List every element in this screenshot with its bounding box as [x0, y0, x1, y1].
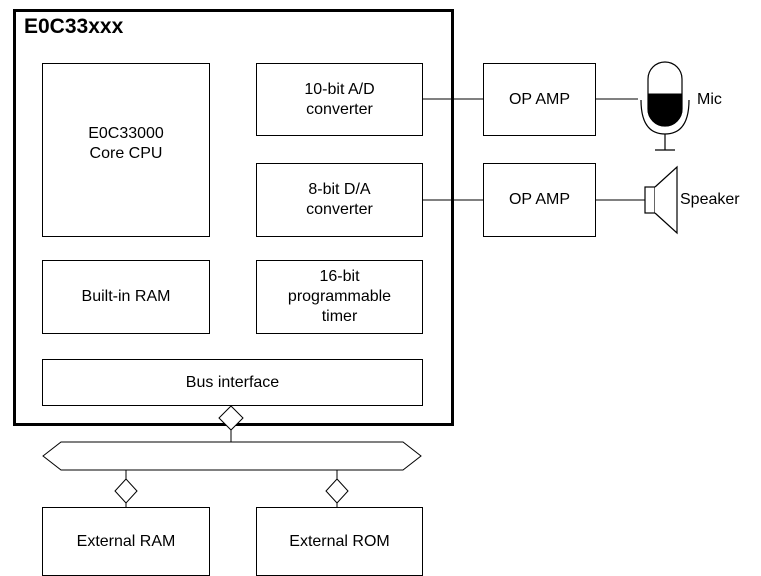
rom-connector-diamond [325, 478, 349, 504]
system-bus [42, 441, 422, 471]
ram-connector-diamond [114, 478, 138, 504]
builtin-ram-block: Built-in RAM [42, 260, 210, 334]
timer-block: 16-bit programmable timer [256, 260, 423, 334]
speaker-icon [644, 165, 678, 235]
bus-connector-diamond [218, 405, 244, 431]
speaker-label: Speaker [680, 191, 740, 208]
core-cpu-block: E0C33000 Core CPU [42, 63, 210, 237]
mic-label: Mic [697, 91, 722, 108]
microphone-icon [640, 61, 690, 151]
chip-title: E0C33xxx [24, 15, 124, 38]
op-amp-output-block: OP AMP [483, 163, 596, 237]
op-amp-input-block: OP AMP [483, 63, 596, 136]
external-ram-block: External RAM [42, 507, 210, 576]
bus-interface-block: Bus interface [42, 359, 423, 406]
external-rom-block: External ROM [256, 507, 423, 576]
da-converter-block: 8-bit D/A converter [256, 163, 423, 237]
ad-converter-block: 10-bit A/D converter [256, 63, 423, 136]
